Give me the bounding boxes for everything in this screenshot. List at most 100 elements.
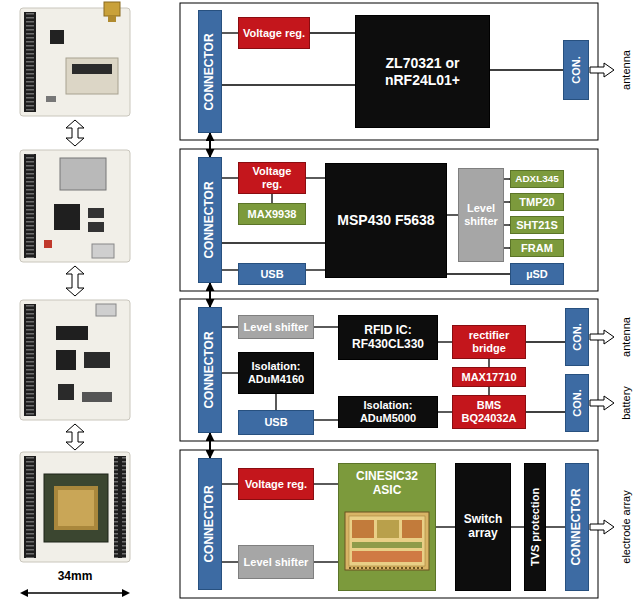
signal-line [222,84,355,85]
block-text: MSP430 F5638 [329,212,443,228]
block-text: Voltage reg. [242,165,302,190]
storage-block: µSD [510,263,564,285]
mcu-block: MSP430 F5638 [325,163,447,278]
board-photo [20,2,130,116]
signal-line [275,394,276,410]
signal-line [438,411,452,412]
board-photo [20,150,130,262]
block-text: SHT21S [514,219,560,232]
block-text: MAX9938 [242,208,302,221]
block-text: USB [242,416,310,429]
block-text: CONNECTOR [203,181,217,258]
rectifier-block: rectifier bridge [452,325,526,359]
connector-block: CONNECTOR [198,458,222,590]
signal-line [314,419,338,420]
block-text: rectifier bridge [456,329,522,354]
block-text: CON. [571,389,584,417]
block-text: TVS protection [529,488,542,566]
signal-line [209,433,211,458]
stack-arrow [66,120,84,146]
signal-line [436,526,455,527]
block-text: CONNECTOR [203,485,217,562]
module-panel [180,149,598,291]
sensor-chip-block: ADXL345 [510,170,564,188]
block-text: Isolation: ADuM4160 [242,360,310,385]
level-shifter-block: Level shifter [458,168,504,262]
regulator-block: Voltage reg. [238,468,314,500]
signal-line [222,269,238,270]
output-arrow [590,63,614,77]
rfid-chip-block: RFID IC: RF430CL330 [338,315,438,360]
asic-die-picture [345,512,429,570]
signal-line [438,341,452,342]
module-panel [180,299,598,441]
asic-block: CINESIC32 ASIC [338,463,436,591]
block-text: USB [242,268,302,281]
sensor-chip-block: MAX9938 [238,203,306,225]
stack-arrow [66,266,84,296]
block-text: CINESIC32 ASIC [342,470,432,498]
block-text: CONNECTOR [203,33,217,110]
signal-line [271,194,272,203]
memory-chip-block: FRAM [510,239,564,257]
block-text: Level shifter [462,202,500,227]
connector-block: CONNECTOR [198,10,222,133]
signal-line [209,283,211,307]
signal-line [488,387,489,395]
block-text: µSD [514,268,560,281]
signal-line [222,326,238,327]
isolator-block: Isolation: ADuM5000 [338,396,438,428]
board-photo [20,300,130,420]
signal-line [222,483,238,484]
usb-block: USB [238,263,306,285]
signal-line [209,133,211,157]
signal-line [447,214,458,215]
antenna-label: antenna [620,317,633,357]
asic-fill [338,463,436,591]
sensor-chip-block: TMP20 [510,193,564,211]
block-text: Voltage reg. [242,478,310,491]
level-shifter-block: Level shifter [238,545,314,579]
block-text: MAX17710 [456,371,522,384]
connector-block: CON. [565,374,589,432]
signal-line [511,526,524,527]
isolator-block: Isolation: ADuM4160 [238,352,314,394]
output-arrow [590,520,614,534]
block-text: ADXL345 [514,173,560,184]
dimension-label: 34mm [58,570,93,584]
level-shifter-block: Level shifter [238,315,314,339]
regulator-block: Voltage reg. [238,17,310,49]
connector-block: CONNECTOR [198,307,222,433]
block-text: Level shifter [242,556,310,569]
power-chip-block: MAX17710 [452,367,526,387]
block-text: CONNECTOR [203,331,217,408]
dimension-arrow [20,589,130,597]
antenna-label: antenna [620,50,633,90]
connector-block: CON. [565,308,589,366]
block-text: Level shifter [242,321,310,334]
block-text: ZL70321 or nRF24L01+ [359,55,486,87]
signal-line [526,411,565,412]
block-text: Isolation: ADuM5000 [342,399,434,424]
block-text: BMS BQ24032A [456,399,522,424]
signal-line [222,242,325,243]
signal-line [490,69,563,70]
signal-line [222,32,238,33]
block-text: CON. [570,56,583,84]
protection-block: TVS protection [524,463,546,591]
block-text: RFID IC: RF430CL330 [342,324,434,352]
stack-arrow [66,424,84,450]
signal-line [447,273,510,274]
output-arrow [590,330,614,344]
signal-line [526,341,565,342]
signal-line [314,483,338,484]
connector-block: CON. [563,40,589,100]
electrode-label: electrode array [620,490,633,563]
radio-chip-block: ZL70321 or nRF24L01+ [355,15,490,128]
signal-line [314,326,338,327]
bms-block: BMS BQ24032A [452,395,526,429]
block-text: FRAM [514,242,560,255]
block-text: Switch array [459,513,507,541]
